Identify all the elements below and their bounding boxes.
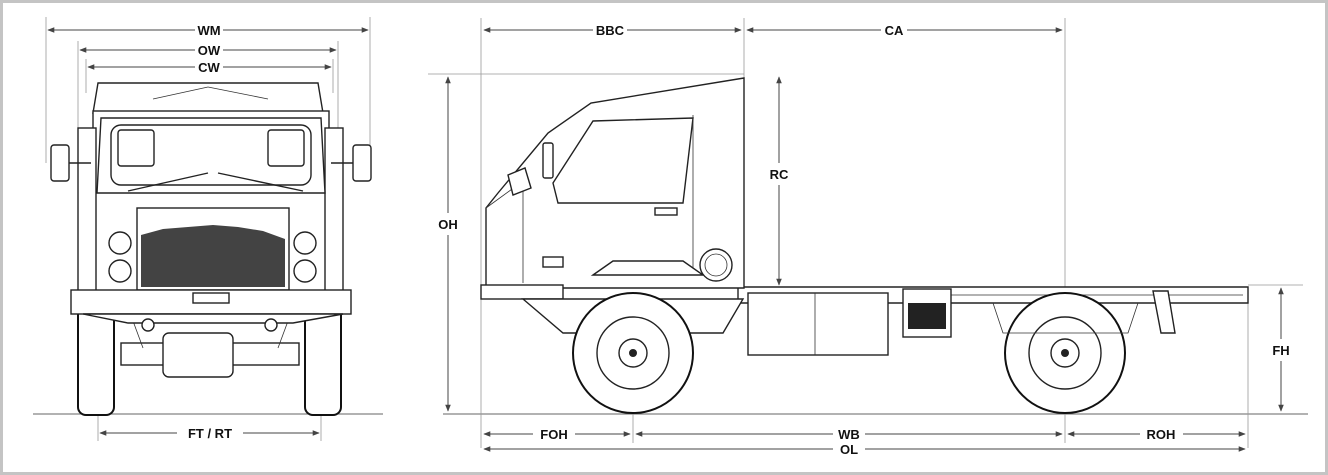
- foh-dimension: FOH: [483, 427, 631, 442]
- ft-rt-dimension: FT / RT: [99, 426, 320, 441]
- fh-dimension: FH: [1272, 287, 1290, 412]
- truck-side-drawing: [480, 77, 1249, 414]
- rc-dimension: RC: [770, 76, 789, 286]
- ft-rt-label: FT / RT: [188, 426, 232, 441]
- roh-dimension: ROH: [1067, 427, 1246, 442]
- cw-label: CW: [198, 60, 220, 75]
- bbc-dimension: BBC: [483, 23, 742, 38]
- ca-dimension: CA: [746, 23, 1063, 38]
- ca-label: CA: [885, 23, 904, 38]
- roh-label: ROH: [1147, 427, 1176, 442]
- bbc-label: BBC: [596, 23, 625, 38]
- wb-dimension: WB: [635, 427, 1063, 442]
- oh-label: OH: [438, 217, 458, 232]
- side-view: BBC CA OH RC FH FOH: [428, 18, 1308, 457]
- foh-label: FOH: [540, 427, 567, 442]
- ow-dimension: OW: [79, 43, 337, 58]
- fh-label: FH: [1272, 343, 1289, 358]
- truck-front-drawing: [50, 82, 372, 416]
- oh-dimension: OH: [438, 76, 458, 412]
- ol-label: OL: [840, 442, 858, 457]
- cw-dimension: CW: [87, 60, 332, 75]
- ow-label: OW: [198, 43, 221, 58]
- wm-label: WM: [197, 23, 220, 38]
- truck-dimension-diagram: WM OW CW FT / RT: [33, 17, 1308, 457]
- rc-label: RC: [770, 167, 789, 182]
- ol-dimension: OL: [483, 442, 1246, 457]
- front-view: WM OW CW FT / RT: [33, 17, 383, 441]
- wb-label: WB: [838, 427, 860, 442]
- wm-dimension: WM: [47, 23, 369, 38]
